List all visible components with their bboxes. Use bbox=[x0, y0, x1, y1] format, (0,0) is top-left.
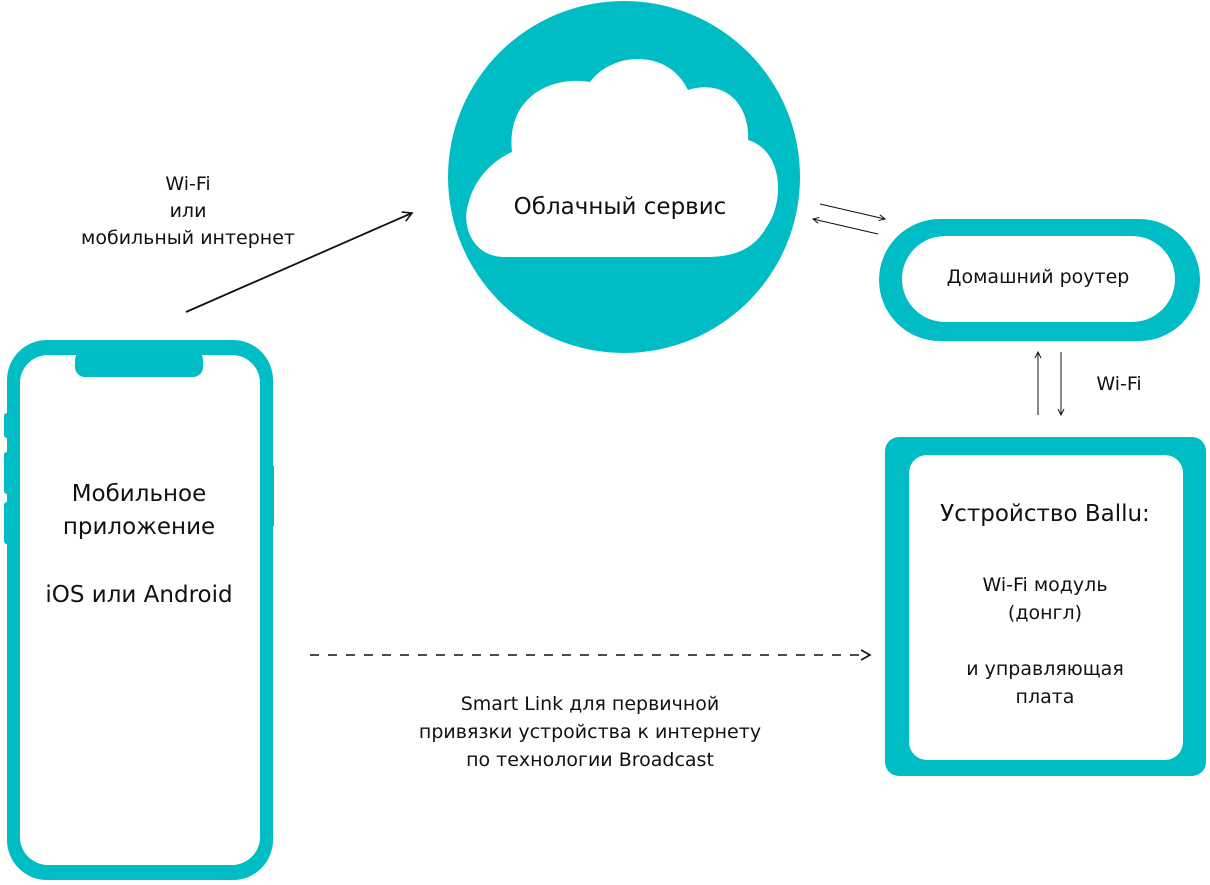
device-module-label: Wi-Fi модуль (донгл) bbox=[920, 571, 1170, 627]
phone-app-line: приложение bbox=[62, 514, 216, 540]
device-node bbox=[885, 437, 1206, 776]
phone-os-label: iOS или Android bbox=[45, 582, 233, 608]
device-board-label: и управляющая плата bbox=[920, 655, 1170, 711]
phone-link-label: Wi-Fi или мобильный интернет bbox=[58, 171, 318, 252]
arrow-phone-to-cloud bbox=[185, 211, 414, 313]
router-label: Домашний роутер bbox=[946, 266, 1130, 288]
phone-app-label: Мобильное приложение bbox=[24, 478, 254, 544]
device-module-line: (донгл) bbox=[1007, 602, 1083, 624]
phone-notch bbox=[75, 350, 203, 377]
arrow-router-to-cloud bbox=[813, 219, 879, 235]
router-inner bbox=[902, 236, 1175, 322]
device-board-line: и управляющая bbox=[966, 658, 1124, 680]
smart-link-line: по технологии Broadcast bbox=[466, 749, 714, 771]
phone-link-line: или bbox=[169, 200, 207, 222]
device-board-line: плата bbox=[1015, 686, 1075, 708]
device-module-line: Wi-Fi модуль bbox=[982, 574, 1108, 596]
smartphone-icon bbox=[4, 340, 274, 880]
phone-link-line: Wi-Fi bbox=[165, 173, 211, 195]
router-device-link-label: Wi-Fi bbox=[1096, 373, 1142, 395]
phone-link-line: мобильный интернет bbox=[81, 227, 295, 249]
cloud-icon bbox=[466, 58, 779, 257]
smart-link-line: привязки устройства к интернету bbox=[418, 721, 762, 743]
smart-link-label: Smart Link для первичной привязки устрой… bbox=[370, 690, 810, 774]
router-node bbox=[879, 219, 1200, 341]
smart-link-line: Smart Link для первичной bbox=[460, 693, 720, 715]
cloud-label: Облачный сервис bbox=[513, 194, 727, 220]
device-inner bbox=[909, 455, 1183, 760]
phone-app-line: Мобильное bbox=[71, 481, 207, 507]
cloud-node bbox=[448, 1, 800, 353]
device-title: Устройство Ballu: bbox=[940, 501, 1150, 527]
arrow-cloud-to-router bbox=[819, 203, 885, 219]
phone-screen bbox=[20, 355, 260, 865]
